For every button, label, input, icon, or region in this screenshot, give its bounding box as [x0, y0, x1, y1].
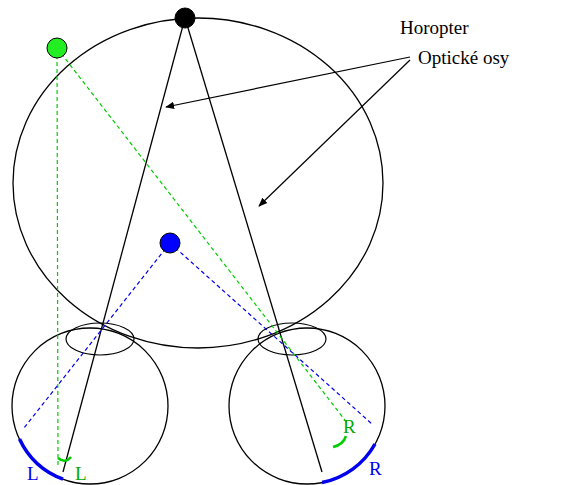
left-eye [12, 328, 168, 484]
angle-arc [333, 436, 346, 447]
diagram-title-label: Horopter [400, 18, 469, 37]
axis-label: Optické osy [418, 48, 509, 67]
fixation-point [175, 8, 195, 28]
horopter-point [47, 38, 67, 58]
blue-ray [170, 243, 372, 424]
leader-arrow [166, 57, 410, 107]
retina-arc [20, 439, 64, 479]
optical-axis [185, 18, 322, 472]
green-ray [57, 48, 348, 424]
blue-ray [24, 243, 170, 428]
right-eye [229, 328, 385, 484]
eye-label: L [75, 464, 87, 483]
green-ray [57, 48, 58, 468]
eye-label: L [27, 464, 39, 483]
horopter-circle [13, 18, 383, 348]
eye-label: R [369, 459, 382, 478]
leader-arrow [259, 60, 410, 206]
angle-arc [58, 457, 71, 461]
left-lens [66, 323, 134, 355]
near-point [160, 233, 180, 253]
optical-axis [63, 18, 185, 472]
right-lens [258, 323, 326, 355]
eye-label: R [343, 417, 356, 436]
retina-arc [322, 444, 375, 483]
